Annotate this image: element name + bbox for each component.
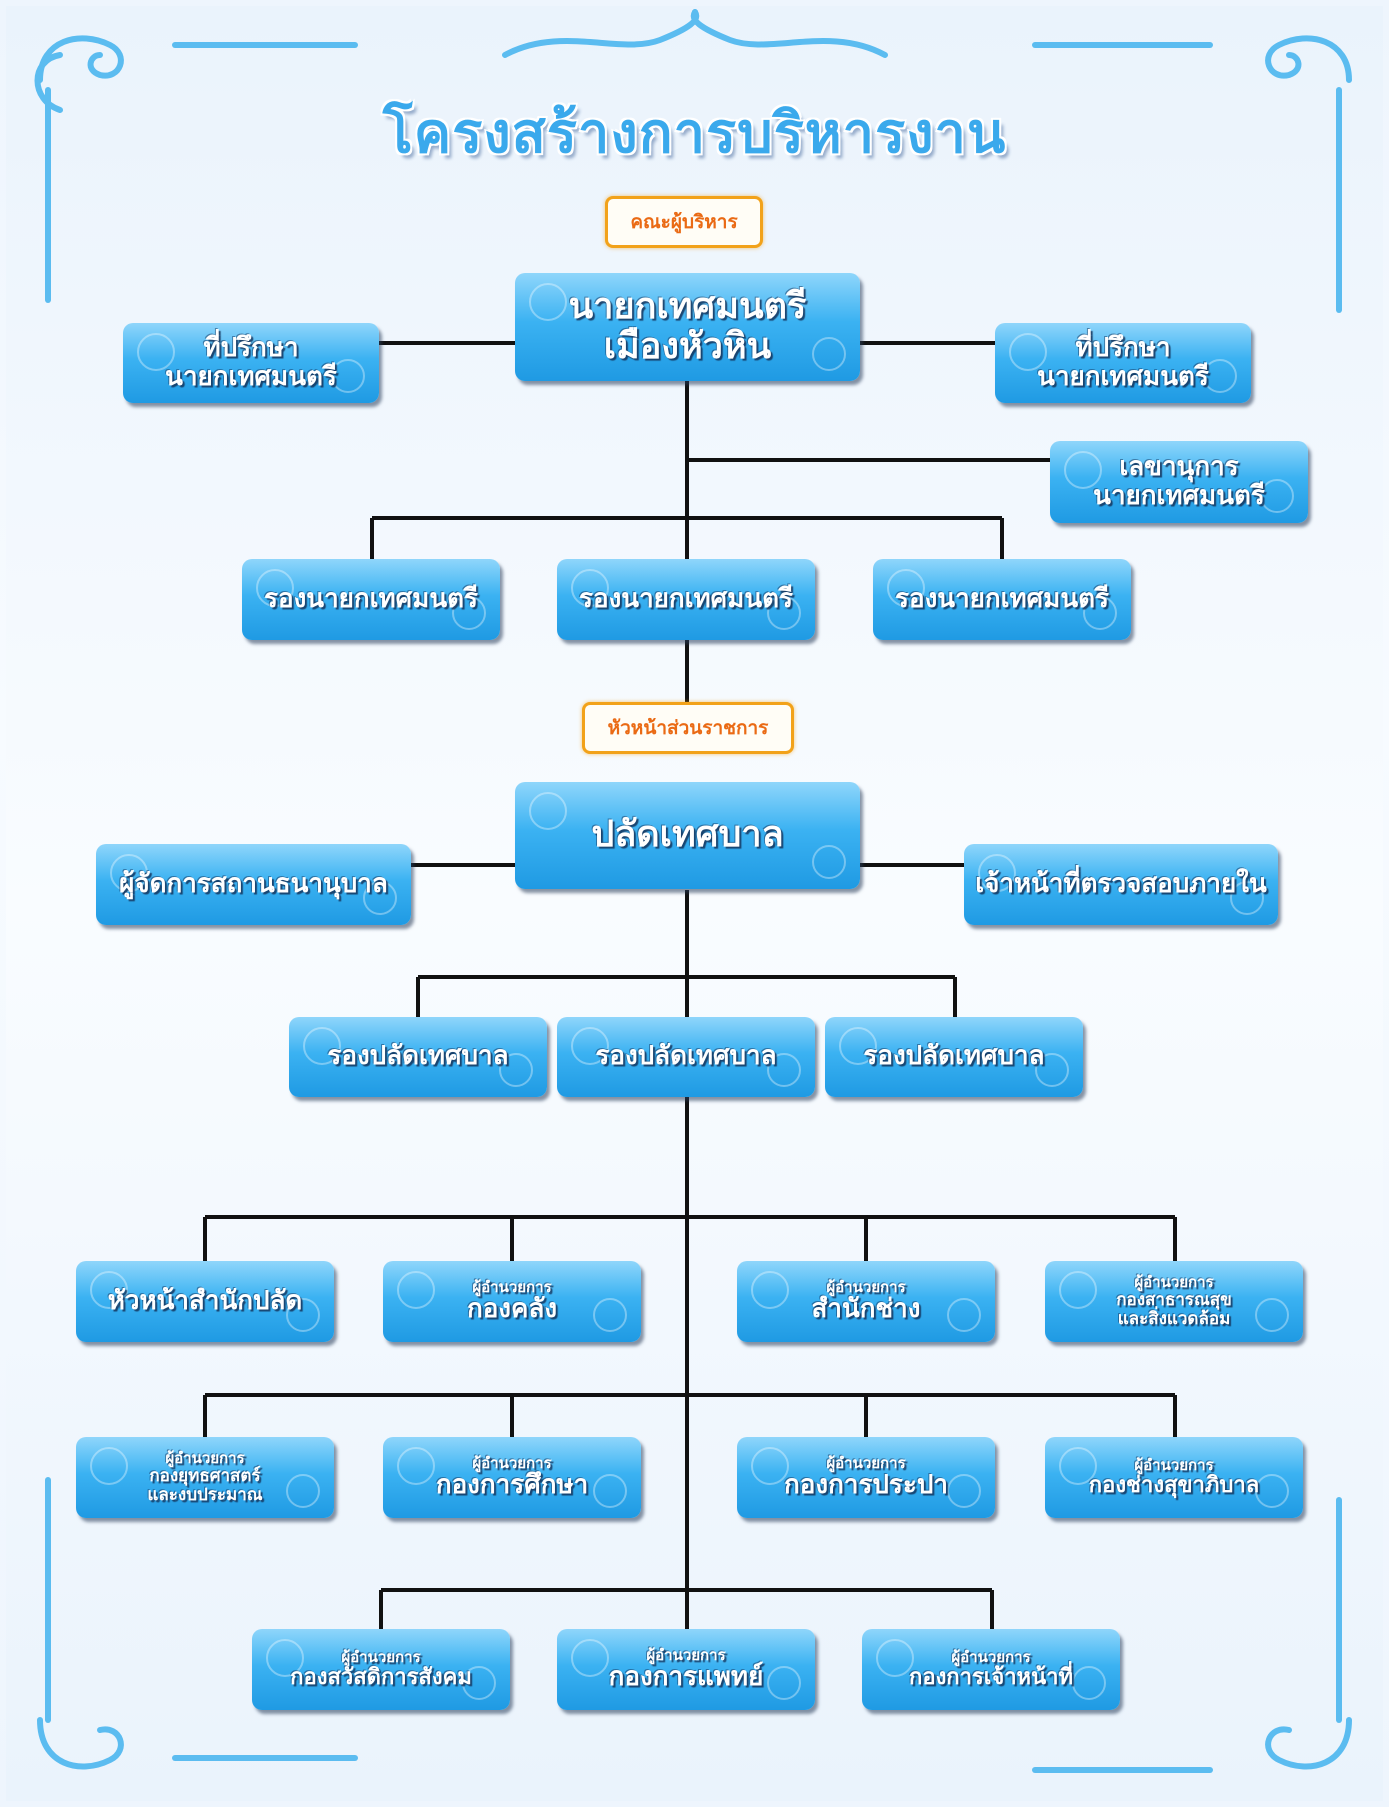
ornament-top-left: [37, 35, 124, 83]
education-label: กองการศึกษา: [435, 1470, 589, 1501]
box-mayor: นายกเทศมนตรี เมืองหัวหิน: [515, 273, 860, 381]
secretary-line2: นายกเทศมนตรี: [1093, 481, 1265, 511]
ornament-top-center-right: [690, 9, 888, 58]
box-engineering-office: ผู้อำนวยการ สำนักช่าง: [737, 1261, 995, 1342]
waterworks-label: กองการประปา: [784, 1470, 948, 1501]
section-label-department-heads: หัวหน้าส่วนราชการ: [582, 702, 794, 754]
finance-division-title: ผู้อำนวยการ: [472, 1277, 552, 1296]
box-chief-clerk-office: หัวหน้าสำนักปลัด: [76, 1261, 334, 1342]
finance-division-label: กองคลัง: [466, 1294, 558, 1325]
deputy-clerk-1-label: รองปลัดเทศบาล: [327, 1041, 509, 1072]
ornament-bottom-right: [1265, 1717, 1352, 1770]
deputy-clerk-2-label: รองปลัดเทศบาล: [595, 1041, 777, 1072]
mayor-line1: นายกเทศมนตรี: [568, 285, 807, 327]
internal-auditor-label: เจ้าหน้าที่ตรวจสอบภายใน: [975, 868, 1267, 899]
box-internal-auditor: เจ้าหน้าที่ตรวจสอบภายใน: [964, 844, 1278, 925]
box-education-division: ผู้อำนวยการ กองการศึกษา: [383, 1437, 641, 1518]
deputy-mayor-1-label: รองนายกเทศมนตรี: [264, 583, 478, 614]
box-advisor-left: ที่ปรึกษา นายกเทศมนตรี: [123, 323, 379, 403]
sanitation-engineering-title: ผู้อำนวยการ: [1134, 1455, 1214, 1474]
box-sanitation-engineering-division: ผู้อำนวยการ กองช่างสุขาภิบาล: [1045, 1437, 1303, 1518]
box-clerk: ปลัดเทศบาล: [515, 782, 860, 889]
chief-clerk-office-label: หัวหน้าสำนักปลัด: [107, 1285, 303, 1316]
box-medical-division: ผู้อำนวยการ กองการแพทย์: [557, 1629, 815, 1710]
engineering-office-title: ผู้อำนวยการ: [826, 1277, 906, 1296]
section-label-executives: คณะผู้บริหาร: [605, 196, 763, 248]
advisor-right-line1: ที่ปรึกษา: [1075, 332, 1171, 363]
ornament-top-center-left: [502, 9, 700, 58]
personnel-label: กองการเจ้าหน้าที่: [909, 1664, 1073, 1690]
strategy-budget-title: ผู้อำนวยการ: [165, 1449, 245, 1468]
public-health-label-2: และสิ่งแวดล้อม: [1117, 1308, 1231, 1329]
box-deputy-clerk-3: รองปลัดเทศบาล: [825, 1017, 1083, 1097]
box-finance-division: ผู้อำนวยการ กองคลัง: [383, 1261, 641, 1342]
ornament-top-right: [1265, 35, 1352, 83]
box-deputy-mayor-1: รองนายกเทศมนตรี: [242, 559, 500, 640]
pawnshop-manager-label: ผู้จัดการสถานธนานุบาล: [119, 868, 388, 899]
secretary-line1: เลขานุการ: [1119, 451, 1239, 482]
box-pawnshop-manager: ผู้จัดการสถานธนานุบาล: [96, 844, 411, 925]
clerk-label: ปลัดเทศบาล: [591, 814, 784, 856]
advisor-left-line2: นายกเทศมนตรี: [165, 362, 337, 392]
box-social-welfare-division: ผู้อำนวยการ กองสวัสดิการสังคม: [252, 1629, 510, 1710]
ornament-top-left-curl: [34, 52, 63, 113]
page-title: โครงสร้างการบริหารงาน: [382, 101, 1007, 166]
ornament-bottom-left: [37, 1717, 124, 1770]
personnel-title: ผู้อำนวยการ: [951, 1647, 1031, 1666]
box-deputy-clerk-1: รองปลัดเทศบาล: [289, 1017, 547, 1097]
strategy-budget-label-2: และงบประมาณ: [147, 1484, 263, 1505]
mayor-line2: เมืองหัวหิน: [603, 326, 772, 367]
waterworks-title: ผู้อำนวยการ: [826, 1453, 906, 1472]
box-deputy-mayor-2: รองนายกเทศมนตรี: [557, 559, 815, 640]
sanitation-engineering-label: กองช่างสุขาภิบาล: [1088, 1472, 1260, 1498]
box-deputy-mayor-3: รองนายกเทศมนตรี: [873, 559, 1131, 640]
medical-title: ผู้อำนวยการ: [646, 1645, 726, 1664]
medical-label: กองการแพทย์: [608, 1662, 764, 1693]
deputy-mayor-2-label: รองนายกเทศมนตรี: [579, 583, 793, 614]
social-welfare-title: ผู้อำนวยการ: [341, 1647, 421, 1666]
deputy-mayor-3-label: รองนายกเทศมนตรี: [895, 583, 1109, 614]
advisor-right-line2: นายกเทศมนตรี: [1037, 362, 1209, 392]
box-waterworks-division: ผู้อำนวยการ กองการประปา: [737, 1437, 995, 1518]
social-welfare-label: กองสวัสดิการสังคม: [290, 1664, 472, 1690]
public-health-title: ผู้อำนวยการ: [1134, 1273, 1214, 1292]
box-deputy-clerk-2: รองปลัดเทศบาล: [557, 1017, 815, 1097]
strategy-budget-label-1: กองยุทธศาสตร์: [149, 1465, 261, 1486]
deputy-clerk-3-label: รองปลัดเทศบาล: [863, 1041, 1045, 1072]
box-secretary: เลขานุการ นายกเทศมนตรี: [1050, 441, 1308, 523]
box-public-health-division: ผู้อำนวยการ กองสาธารณสุข และสิ่งแวดล้อม: [1045, 1261, 1303, 1342]
box-strategy-budget-division: ผู้อำนวยการ กองยุทธศาสตร์ และงบประมาณ: [76, 1437, 334, 1518]
education-title: ผู้อำนวยการ: [472, 1453, 552, 1472]
advisor-left-line1: ที่ปรึกษา: [203, 332, 299, 363]
public-health-label-1: กองสาธารณสุข: [1116, 1289, 1232, 1310]
engineering-office-label: สำนักช่าง: [811, 1294, 921, 1325]
box-personnel-division: ผู้อำนวยการ กองการเจ้าหน้าที่: [862, 1629, 1120, 1710]
box-advisor-right: ที่ปรึกษา นายกเทศมนตรี: [995, 323, 1251, 403]
